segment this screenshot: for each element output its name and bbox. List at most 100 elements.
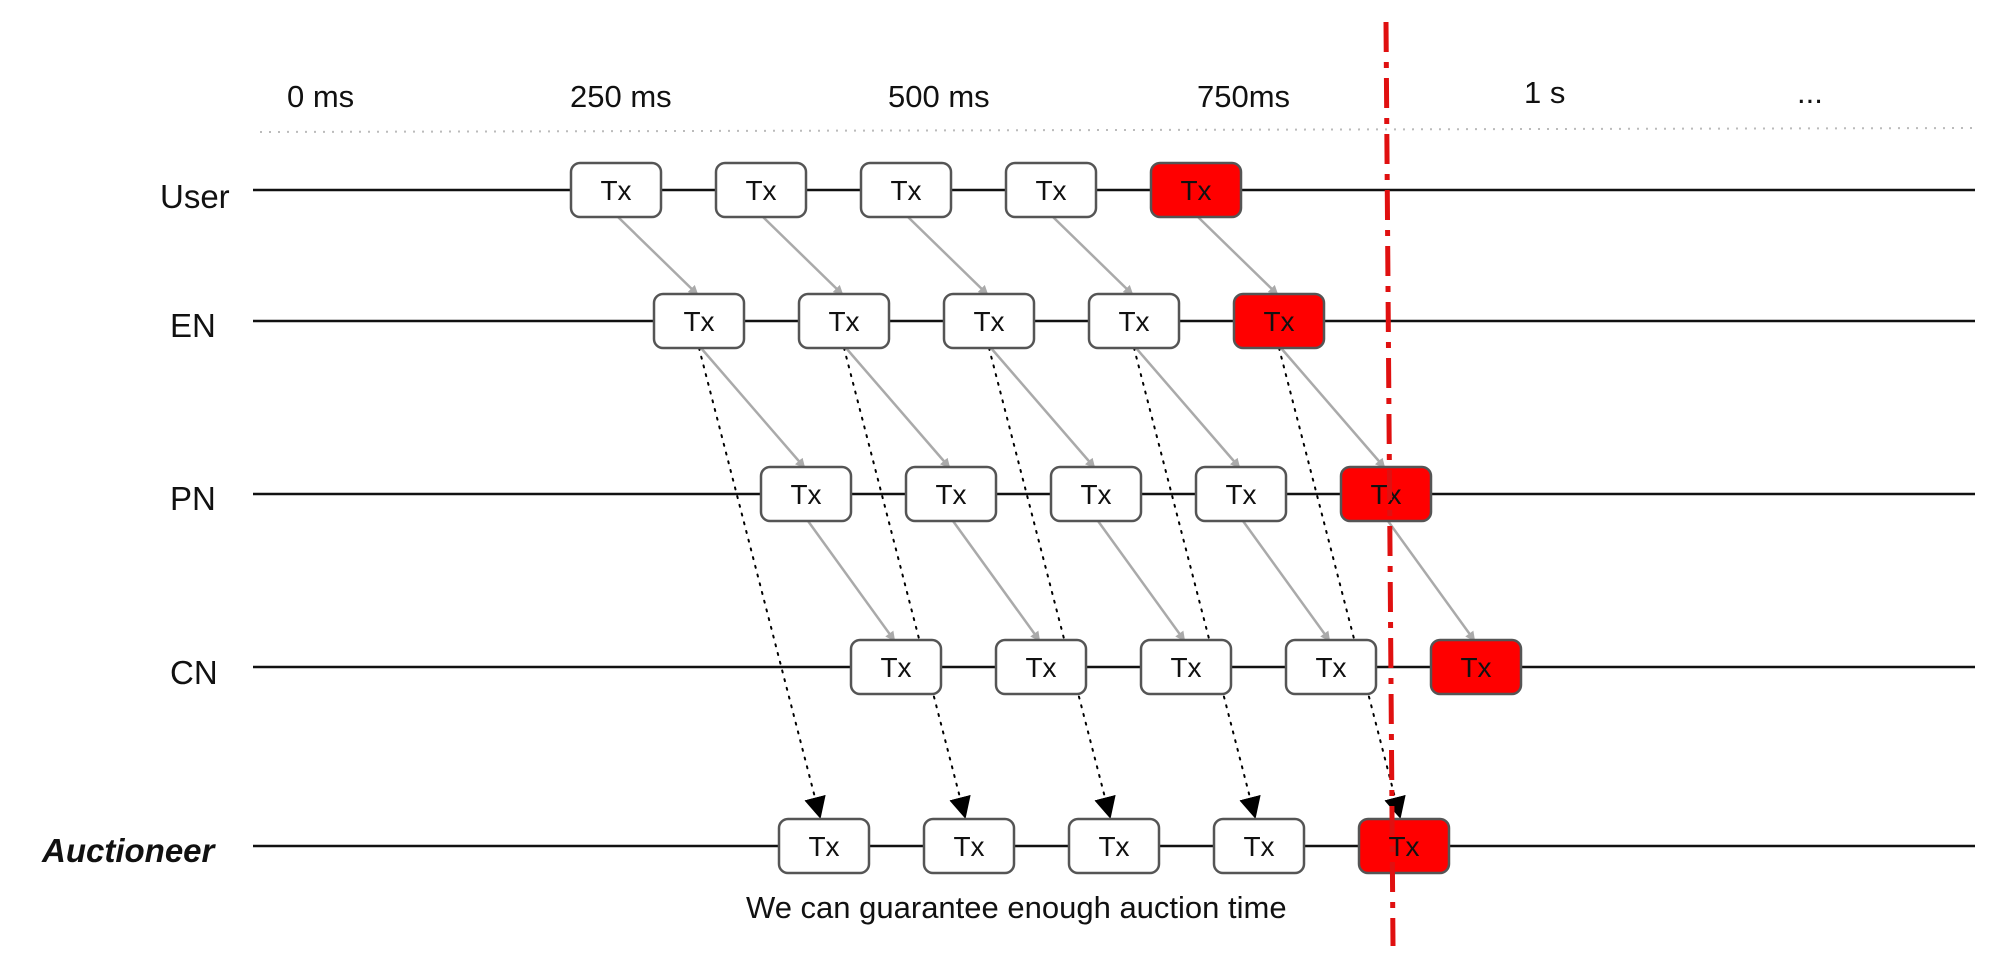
propagation-arrow-pn-to-cn bbox=[1241, 520, 1331, 642]
tx-label: Tx bbox=[1025, 652, 1056, 683]
lane-label-user: User bbox=[160, 178, 230, 215]
tx-box-shape bbox=[1004, 161, 1098, 219]
propagation-arrow-en-to-pn bbox=[700, 347, 806, 469]
tx-box-user: Tx bbox=[569, 161, 663, 219]
propagation-arrow-en-to-pn bbox=[1135, 347, 1241, 469]
time-tick-500ms: 500 ms bbox=[888, 79, 990, 114]
tx-box-shape bbox=[1194, 465, 1288, 523]
propagation-arrow-en-to-pn bbox=[990, 347, 1096, 469]
tx-box-en: Tx bbox=[797, 292, 891, 350]
tx-box-en: Tx bbox=[652, 292, 746, 350]
tx-box-cn: Tx bbox=[994, 638, 1088, 696]
lane-label-en: EN bbox=[170, 307, 216, 344]
propagation-arrow-user-to-en bbox=[1197, 216, 1279, 296]
propagation-arrow-user-to-en bbox=[907, 216, 989, 296]
auction-time-caption: We can guarantee enough auction time bbox=[746, 890, 1287, 925]
auction-submit-arrow bbox=[1278, 347, 1406, 819]
tx-label: Tx bbox=[1263, 306, 1294, 337]
tx-label: Tx bbox=[1225, 479, 1256, 510]
tx-box-pn: Tx bbox=[1194, 465, 1288, 523]
tx-label: Tx bbox=[1370, 479, 1401, 510]
tx-label: Tx bbox=[790, 479, 821, 510]
tx-label: Tx bbox=[745, 175, 776, 206]
tx-label: Tx bbox=[600, 175, 631, 206]
tx-box-shape bbox=[797, 292, 891, 350]
propagation-arrow-user-to-en bbox=[1052, 216, 1134, 296]
tx-label: Tx bbox=[1315, 652, 1346, 683]
tx-box-shape bbox=[994, 638, 1088, 696]
tx-box-cn-highlighted: Tx bbox=[1429, 638, 1523, 696]
tx-label: Tx bbox=[1098, 831, 1129, 862]
propagation-arrow-pn-to-cn bbox=[1386, 520, 1476, 642]
tx-box-cn: Tx bbox=[1284, 638, 1378, 696]
tx-box-shape bbox=[1232, 292, 1326, 350]
tx-box-pn: Tx bbox=[904, 465, 998, 523]
time-axis: 0 ms 250 ms 500 ms 750ms 1 s ... bbox=[259, 75, 1976, 133]
tx-box-en: Tx bbox=[1087, 292, 1181, 350]
tx-box-shape bbox=[1067, 817, 1161, 875]
tx-label: Tx bbox=[880, 652, 911, 683]
tx-box-shape bbox=[777, 817, 871, 875]
lane-label-cn: CN bbox=[170, 654, 218, 691]
tx-box-shape bbox=[1284, 638, 1378, 696]
propagation-arrow-pn-to-cn bbox=[951, 520, 1041, 642]
propagation-arrow-en-to-pn bbox=[845, 347, 951, 469]
propagation-arrow-en-to-pn bbox=[1280, 347, 1386, 469]
tx-label: Tx bbox=[828, 306, 859, 337]
tx-box-shape bbox=[904, 465, 998, 523]
tx-box-en-highlighted: Tx bbox=[1232, 292, 1326, 350]
tx-box-shape bbox=[1212, 817, 1306, 875]
tx-box-cn: Tx bbox=[1139, 638, 1233, 696]
time-axis-dotted-line bbox=[259, 127, 1976, 133]
auction-submit-arrow bbox=[843, 347, 971, 819]
tx-box-auctioneer: Tx bbox=[922, 817, 1016, 875]
propagation-arrow-user-to-en bbox=[762, 216, 844, 296]
propagation-arrow-pn-to-cn bbox=[1096, 520, 1186, 642]
tx-box-shape bbox=[849, 638, 943, 696]
auction-submit-arrow bbox=[698, 347, 826, 819]
tx-box-shape bbox=[652, 292, 746, 350]
tx-box-shape bbox=[859, 161, 953, 219]
tx-box-shape bbox=[922, 817, 1016, 875]
tx-box-shape bbox=[942, 292, 1036, 350]
tx-label: Tx bbox=[683, 306, 714, 337]
tx-box-user: Tx bbox=[1004, 161, 1098, 219]
tx-label: Tx bbox=[1170, 652, 1201, 683]
deadline-marker-line bbox=[1383, 21, 1396, 947]
propagation-arrow-user-to-en bbox=[617, 216, 699, 296]
tx-box-shape bbox=[1087, 292, 1181, 350]
tx-label: Tx bbox=[890, 175, 921, 206]
tx-box-auctioneer-highlighted: Tx bbox=[1357, 817, 1451, 875]
lane-label-pn: PN bbox=[170, 480, 216, 517]
tx-label: Tx bbox=[973, 306, 1004, 337]
tx-box-user-highlighted: Tx bbox=[1149, 161, 1243, 219]
tx-box-auctioneer: Tx bbox=[777, 817, 871, 875]
tx-label: Tx bbox=[808, 831, 839, 862]
tx-box-shape bbox=[1429, 638, 1523, 696]
time-tick-250ms: 250 ms bbox=[570, 79, 672, 114]
tx-box-auctioneer: Tx bbox=[1212, 817, 1306, 875]
tx-box-shape bbox=[1139, 638, 1233, 696]
tx-box-pn: Tx bbox=[1049, 465, 1143, 523]
propagation-arrow-pn-to-cn bbox=[806, 520, 896, 642]
tx-label: Tx bbox=[1243, 831, 1274, 862]
tx-box-shape bbox=[1149, 161, 1243, 219]
tx-box-auctioneer: Tx bbox=[1067, 817, 1161, 875]
tx-box-shape bbox=[714, 161, 808, 219]
tx-box-shape bbox=[1339, 465, 1433, 523]
tx-box-pn: Tx bbox=[759, 465, 853, 523]
tx-label: Tx bbox=[1080, 479, 1111, 510]
time-tick-1s: 1 s bbox=[1524, 75, 1565, 110]
tx-box-cn: Tx bbox=[849, 638, 943, 696]
auction-submit-arrow bbox=[988, 347, 1116, 819]
tx-label: Tx bbox=[1180, 175, 1211, 206]
time-tick-0ms: 0 ms bbox=[287, 79, 354, 114]
tx-box-en: Tx bbox=[942, 292, 1036, 350]
lane-label-auctioneer: Auctioneer bbox=[41, 832, 217, 869]
tx-label: Tx bbox=[1460, 652, 1491, 683]
tx-label: Tx bbox=[1118, 306, 1149, 337]
tx-box-shape bbox=[569, 161, 663, 219]
tx-label: Tx bbox=[935, 479, 966, 510]
